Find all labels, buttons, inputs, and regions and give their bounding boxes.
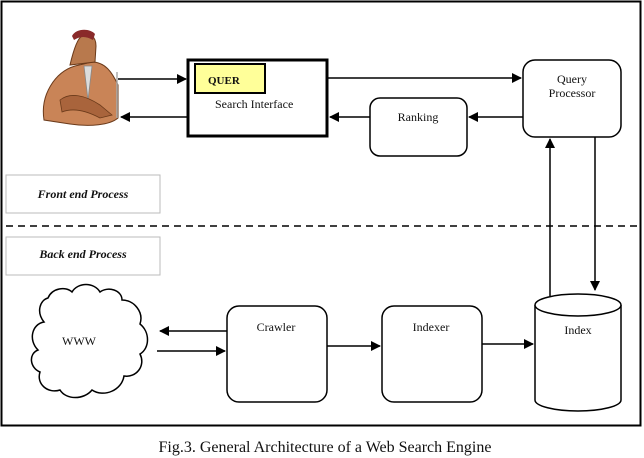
diagram-frame (0, 0, 642, 427)
back-end-section: Back end Process (5, 236, 161, 276)
indexer-label: Indexer (413, 320, 450, 334)
crawler-node: Crawler (226, 305, 328, 403)
query-tag (194, 63, 266, 94)
front-end-label: Front end Process (37, 187, 129, 201)
ranking-node: Ranking (369, 97, 468, 157)
crawler-label: Crawler (257, 320, 296, 334)
search-interface-node: QUER Search Interface (186, 58, 329, 138)
index-node: Index (534, 293, 622, 412)
search-interface-label: Search Interface (215, 97, 293, 111)
index-label: Index (564, 323, 591, 337)
query-processor-label-2: Processor (549, 86, 596, 100)
www-label: WWW (62, 334, 97, 348)
user-icon (42, 29, 119, 126)
query-processor-node: Query Processor (522, 59, 622, 138)
indexer-node: Indexer (381, 305, 483, 403)
figure-caption: Fig.3. General Architecture of a Web Sea… (159, 439, 492, 456)
query-processor-label-1: Query (557, 72, 587, 86)
front-end-section: Front end Process (5, 174, 161, 214)
back-end-label: Back end Process (38, 247, 127, 261)
ranking-label: Ranking (398, 110, 439, 124)
query-tag-label: QUER (208, 75, 241, 87)
www-node: WWW (30, 283, 149, 399)
